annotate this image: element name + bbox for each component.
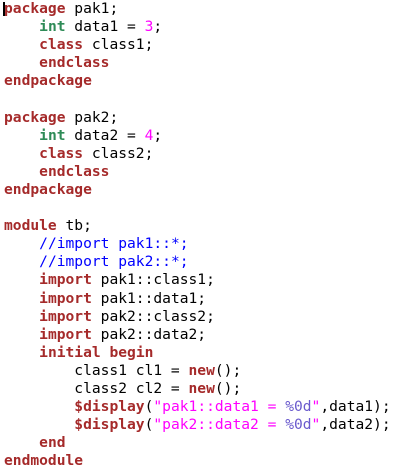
code-line[interactable]: //import pak1::*; — [4, 235, 391, 253]
code-token-kw-red: import — [39, 289, 92, 307]
code-line[interactable]: class class1; — [4, 36, 391, 54]
code-token-plain: pak1::class1; — [91, 271, 215, 289]
code-token-kw-green: int — [39, 126, 66, 144]
code-token-plain: data2 = — [65, 126, 145, 144]
code-token-plain — [4, 18, 39, 35]
code-token-kw-red: class — [39, 36, 84, 54]
text-cursor — [3, 2, 5, 16]
code-line[interactable]: end — [4, 434, 391, 452]
code-token-kw-red: $display — [74, 398, 145, 416]
code-token-plain: pak1::data1; — [91, 289, 207, 307]
code-token-plain: ,data2); — [320, 416, 391, 434]
code-token-plain: data1 = — [65, 18, 145, 36]
code-line[interactable]: import pak1::class1; — [4, 271, 391, 289]
code-line[interactable]: int data2 = 4; — [4, 127, 391, 145]
code-line[interactable]: module tb; — [4, 217, 391, 235]
code-line[interactable]: import pak2::class2; — [4, 308, 391, 326]
code-line[interactable]: class2 cl2 = new(); — [4, 380, 391, 398]
code-token-kw-red: initial — [39, 343, 101, 361]
code-token-plain: class1; — [83, 36, 154, 54]
code-token-plain — [4, 54, 39, 71]
code-line[interactable]: class1 cl1 = new(); — [4, 362, 391, 380]
code-line[interactable]: class class2; — [4, 145, 391, 163]
code-line[interactable]: endmodule — [4, 452, 391, 470]
code-token-kw-red: package — [4, 108, 66, 126]
code-token-plain: class1 cl1 = — [4, 361, 189, 379]
code-token-plain — [4, 416, 74, 433]
code-token-kw-red: new — [188, 379, 215, 397]
code-token-kw-red: $display — [74, 416, 145, 434]
code-line[interactable]: int data1 = 3; — [4, 18, 391, 36]
code-token-plain — [4, 434, 39, 451]
code-token-plain: (); — [214, 361, 242, 379]
code-line[interactable]: import pak2::data2; — [4, 326, 391, 344]
code-token-plain: ; — [153, 18, 163, 36]
code-line[interactable]: initial begin — [4, 344, 391, 362]
code-token-str: "pak2::data2 = — [153, 416, 286, 434]
code-token-plain — [4, 326, 39, 343]
code-token-plain: tb; — [56, 217, 92, 235]
code-token-num: 3 — [144, 18, 154, 36]
code-token-num: 4 — [144, 126, 154, 144]
code-token-kw-red: endmodule — [4, 452, 84, 470]
code-token-fmt: %0d — [285, 398, 312, 416]
code-line[interactable]: package pak2; — [4, 109, 391, 127]
code-token-plain — [4, 127, 39, 144]
code-token-plain — [4, 36, 39, 53]
code-token-plain: pak2::class2; — [91, 307, 215, 325]
code-token-kw-red: end — [39, 434, 66, 452]
code-token-kw-red: endpackage — [4, 72, 92, 90]
code-token-plain: class2; — [83, 144, 154, 162]
code-token-plain: pak1; — [65, 0, 119, 17]
code-line[interactable]: endclass — [4, 163, 391, 181]
code-line[interactable]: //import pak2::*; — [4, 253, 391, 271]
code-token-plain — [4, 290, 39, 307]
code-token-kw-green: int — [39, 18, 66, 36]
code-line[interactable]: endpackage — [4, 181, 391, 199]
code-token-kw-red: begin — [109, 343, 154, 361]
code-token-kw-red: module — [4, 217, 57, 235]
code-token-plain: ( — [144, 398, 154, 416]
code-token-kw-red: new — [188, 361, 215, 379]
code-token-plain: ,data1); — [320, 398, 391, 416]
code-token-str: "pak1::data1 = — [153, 398, 286, 416]
code-line[interactable]: $display("pak1::data1 = %0d",data1); — [4, 398, 391, 416]
code-token-fmt: %0d — [285, 416, 312, 434]
code-line[interactable]: endpackage — [4, 72, 391, 90]
code-token-comment: //import pak1::*; — [39, 235, 189, 253]
code-token-kw-red: import — [39, 271, 92, 289]
code-token-plain — [4, 344, 39, 361]
code-token-kw-red: import — [39, 307, 92, 325]
code-token-plain — [4, 253, 39, 270]
code-token-kw-red: endclass — [39, 162, 110, 180]
code-token-plain: pak2; — [65, 108, 119, 126]
code-token-plain: ( — [144, 416, 154, 434]
code-line[interactable]: import pak1::data1; — [4, 290, 391, 308]
code-token-kw-red: class — [39, 144, 84, 162]
code-line[interactable]: $display("pak2::data2 = %0d",data2); — [4, 416, 391, 434]
code-token-plain: class2 cl2 = — [4, 379, 189, 397]
code-token-plain — [4, 235, 39, 252]
code-line[interactable] — [4, 199, 391, 217]
code-token-str: " — [311, 398, 321, 416]
code-line[interactable]: package pak1; — [4, 0, 391, 18]
code-token-comment: //import pak2::*; — [39, 253, 189, 271]
code-token-plain — [4, 145, 39, 162]
code-text[interactable]: package pak1; int data1 = 3; class class… — [4, 0, 391, 470]
code-line[interactable]: endclass — [4, 54, 391, 72]
code-token-plain — [4, 398, 74, 415]
code-token-plain: pak2::data2; — [91, 325, 207, 343]
code-token-kw-red: endclass — [39, 54, 110, 72]
code-line[interactable] — [4, 90, 391, 108]
code-token-plain: (); — [214, 379, 242, 397]
code-token-kw-red: endpackage — [4, 180, 92, 198]
code-token-plain — [4, 271, 39, 288]
code-token-kw-red: package — [4, 0, 66, 17]
code-token-plain — [4, 308, 39, 325]
code-token-plain — [4, 163, 39, 180]
code-token-plain: ; — [153, 126, 163, 144]
code-token-kw-red: import — [39, 325, 92, 343]
code-token-str: " — [311, 416, 321, 434]
